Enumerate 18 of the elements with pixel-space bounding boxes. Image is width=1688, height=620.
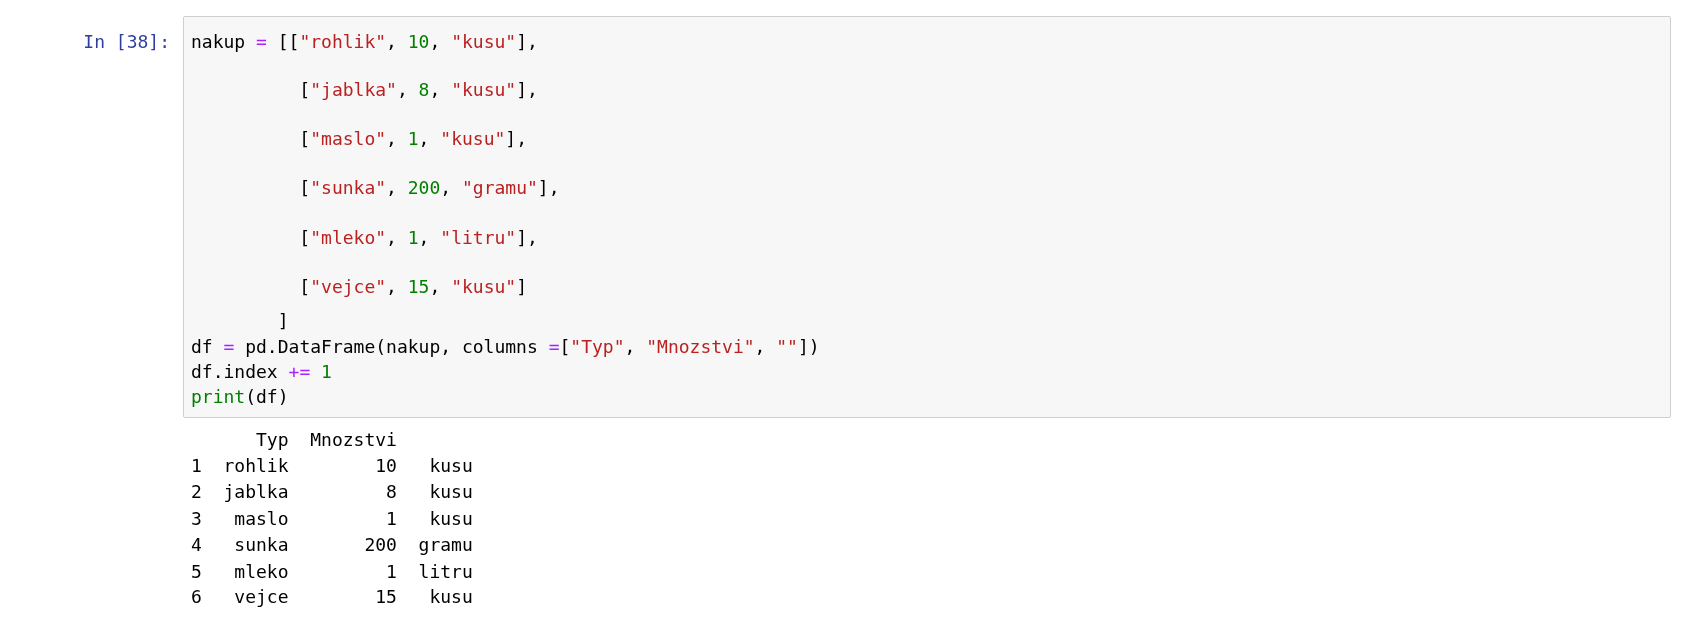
code-line: ] <box>276 309 289 333</box>
code-line: df = pd.DataFrame(nakup, columns =["Typ", "Mnozstvi", ""]) <box>191 335 820 359</box>
output-line: 1 rohlik 10 kusu <box>191 454 473 478</box>
code-line: ["jablka", 8, "kusu"], <box>298 78 538 102</box>
code-line: print(df) <box>191 385 289 409</box>
code-line: ["vejce", 15, "kusu"] <box>298 275 527 299</box>
output-line: 6 vejce 15 kusu <box>191 585 473 609</box>
output-line: 5 mleko 1 litru <box>191 560 473 584</box>
code-line: ["mleko", 1, "litru"], <box>298 226 538 250</box>
code-line: ["sunka", 200, "gramu"], <box>298 176 560 200</box>
input-prompt: In [38]: <box>83 30 170 54</box>
output-line: 2 jablka 8 kusu <box>191 480 473 504</box>
output-line: Typ Mnozstvi <box>255 428 397 452</box>
output-line: 4 sunka 200 gramu <box>191 533 473 557</box>
code-line: nakup = [["rohlik", 10, "kusu"], <box>191 30 538 54</box>
code-line: df.index += 1 <box>191 360 332 384</box>
code-line: ["maslo", 1, "kusu"], <box>298 127 527 151</box>
output-line: 3 maslo 1 kusu <box>191 507 473 531</box>
